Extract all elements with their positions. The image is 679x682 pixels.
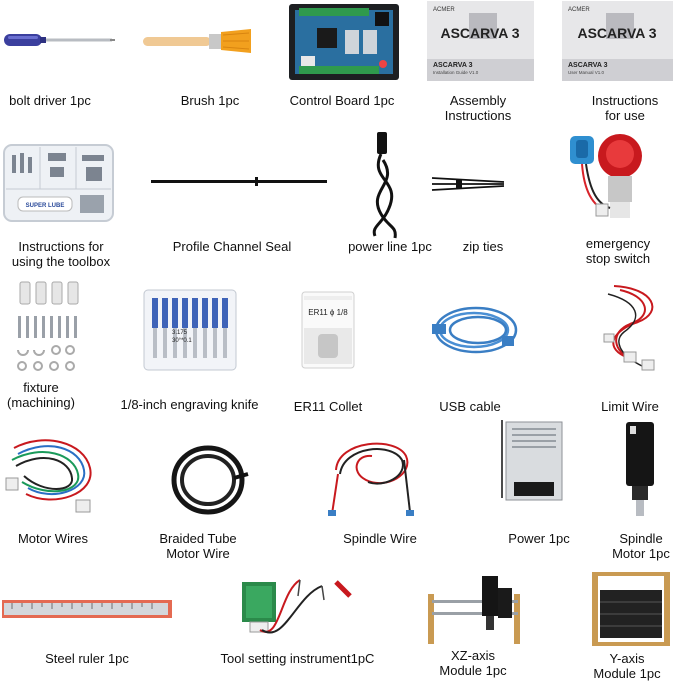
item-label-engraving-knife: 1/8-inch engraving knife [120, 397, 259, 412]
engraving-bits-icon: 3.175 30°*0.1 [142, 288, 238, 372]
item-label-steel-ruler: Steel ruler 1pc [45, 651, 129, 666]
item-label-motor-wires: Motor Wires [17, 531, 89, 546]
svg-text:ACMER: ACMER [433, 7, 455, 13]
item-label-spindle-wire: Spindle Wire [343, 531, 417, 546]
item-label-y-axis: Y-axis Module 1pc [593, 651, 661, 681]
svg-text:ACMER: ACMER [568, 7, 590, 13]
item-label-power: Power 1pc [508, 531, 570, 546]
item-label-er11-collet: ER11 Collet [293, 399, 363, 414]
svg-text:ER11 ϕ 1/8: ER11 ϕ 1/8 [308, 308, 348, 317]
item-label-instructions-for-use: Instructions for use [591, 93, 659, 123]
item-label-braided-tube: Braided Tube Motor Wire [159, 531, 237, 561]
item-label-xz-axis: XZ-axis Module 1pc [439, 648, 507, 678]
collet-icon: ER11 ϕ 1/8 [300, 290, 356, 370]
spindle-motor-icon [620, 418, 660, 524]
screwdriver-icon [2, 28, 116, 52]
item-label-spindle-motor: Spindle Motor 1pc [612, 531, 670, 561]
svg-text:Installation Guide V1.0: Installation Guide V1.0 [433, 70, 479, 75]
item-label-emergency-stop: emergency stop switch [585, 236, 651, 266]
control-board-icon [287, 2, 401, 82]
toolbox-icon: SUPER LUBE [2, 143, 115, 223]
xz-axis-module-icon [424, 572, 524, 646]
item-label-bolt-driver: bolt driver 1pc [9, 93, 91, 108]
steel-ruler-icon [2, 598, 172, 620]
item-label-fixture: fixture (machining) [7, 380, 75, 410]
svg-text:ASCARVA 3: ASCARVA 3 [440, 25, 519, 41]
limit-wire-icon [594, 282, 668, 376]
item-label-channel-seal: Profile Channel Seal [172, 239, 292, 254]
svg-text:SUPER LUBE: SUPER LUBE [26, 203, 65, 209]
tool-setting-icon [240, 572, 358, 638]
svg-text:ASCARVA 3: ASCARVA 3 [433, 62, 473, 69]
item-label-toolbox: Instructions for using the toolbox [11, 239, 111, 269]
svg-text:3.175: 3.175 [172, 330, 188, 336]
item-label-limit-wire: Limit Wire [601, 399, 659, 414]
item-label-tool-setting: Tool setting instrument1pC [220, 651, 375, 666]
motor-wires-icon [4, 428, 104, 520]
y-axis-module-icon [588, 568, 674, 650]
assembly-guide-icon: ACMER ASCARVA 3 ASCARVA 3 Installation G… [427, 1, 534, 81]
svg-text:30°*0.1: 30°*0.1 [172, 338, 192, 344]
item-label-brush: Brush 1pc [180, 93, 240, 108]
emergency-stop-icon [568, 130, 664, 228]
brush-icon [143, 26, 253, 56]
item-label-power-line: power line 1pc [348, 239, 432, 254]
svg-text:ASCARVA 3: ASCARVA 3 [577, 25, 656, 41]
item-label-zip-ties: zip ties [462, 239, 504, 254]
usb-cable-icon [430, 300, 520, 360]
item-label-usb-cable: USB cable [439, 399, 501, 414]
item-label-assembly-instructions: Assembly Instructions [444, 93, 512, 123]
zip-ties-icon [430, 172, 506, 196]
braided-tube-icon [168, 438, 250, 522]
channel-seal-icon [151, 176, 327, 188]
power-supply-icon [496, 418, 566, 504]
svg-text:ASCARVA 3: ASCARVA 3 [568, 62, 608, 69]
svg-text:User Manual V1.0: User Manual V1.0 [568, 70, 605, 75]
spindle-wire-icon [326, 430, 416, 522]
power-cord-icon [359, 130, 411, 240]
user-manual-icon: ACMER ASCARVA 3 ASCARVA 3 User Manual V1… [562, 1, 673, 81]
fixture-icon [8, 280, 82, 376]
item-label-control-board: Control Board 1pc [289, 93, 395, 108]
